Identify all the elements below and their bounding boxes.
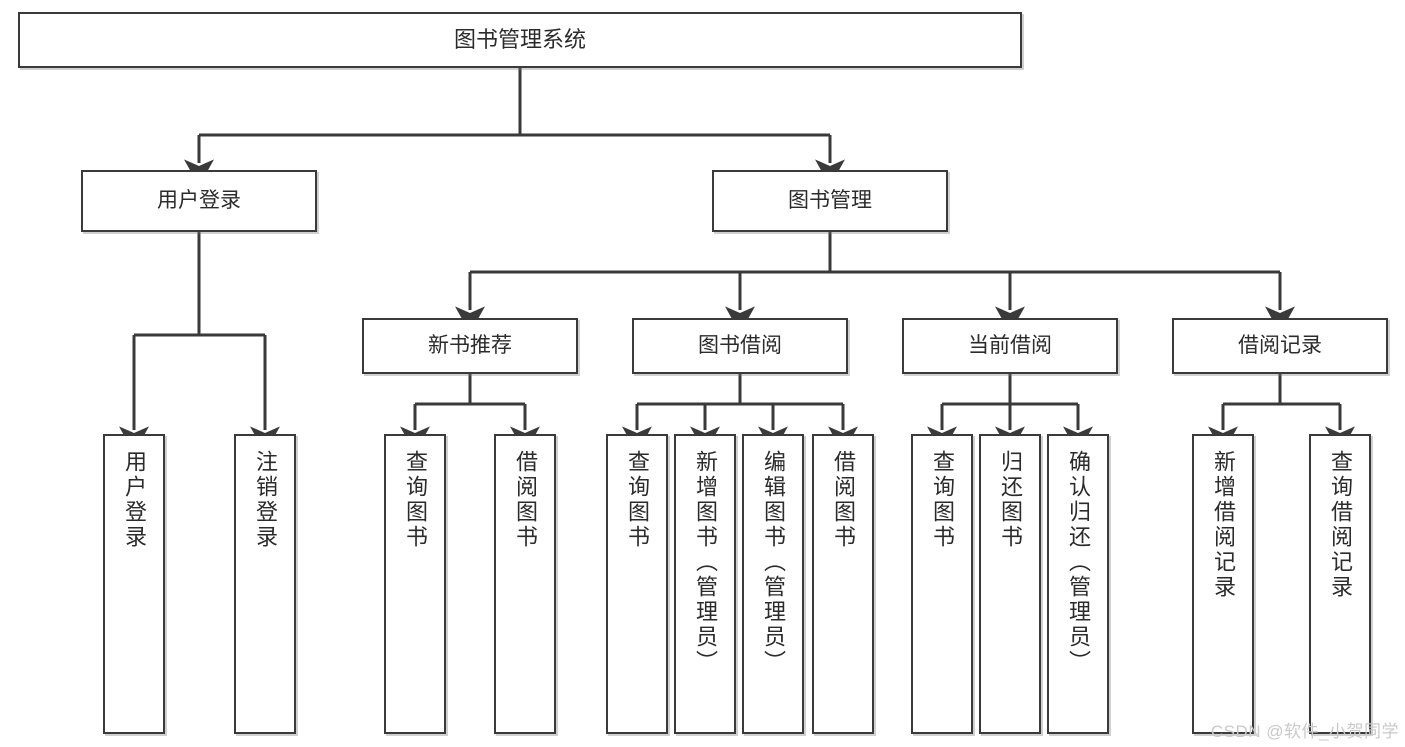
node-leaf-confirm-return[interactable]: 确认归还（管理员） xyxy=(1047,434,1109,734)
node-label: 确认归还（管理员） xyxy=(1066,450,1091,675)
node-label: 当前借阅 xyxy=(968,333,1052,357)
node-label: 查询图书 xyxy=(625,450,650,550)
node-leaf-return-book[interactable]: 归还图书 xyxy=(979,434,1041,734)
node-book-management[interactable]: 图书管理 xyxy=(712,170,948,232)
node-leaf-borrow-book-2[interactable]: 借阅图书 xyxy=(812,434,874,734)
node-new-book-recommend[interactable]: 新书推荐 xyxy=(362,318,578,374)
node-leaf-query-book-3[interactable]: 查询图书 xyxy=(911,434,973,734)
node-borrow-record[interactable]: 借阅记录 xyxy=(1172,318,1388,374)
node-leaf-edit-book[interactable]: 编辑图书（管理员） xyxy=(742,434,804,734)
node-leaf-query-book-1[interactable]: 查询图书 xyxy=(384,434,446,734)
node-label: 图书借阅 xyxy=(698,333,782,357)
node-leaf-logout-login[interactable]: 注销登录 xyxy=(234,434,296,734)
node-label: 用户登录 xyxy=(157,188,241,212)
node-label: 借阅记录 xyxy=(1238,333,1322,357)
node-label: 查询图书 xyxy=(930,450,955,550)
node-label: 用户登录 xyxy=(122,450,147,550)
node-label: 图书管理 xyxy=(788,188,872,212)
node-leaf-query-book-2[interactable]: 查询图书 xyxy=(606,434,668,734)
node-label: 新增图书（管理员） xyxy=(693,450,718,675)
node-label: 编辑图书（管理员） xyxy=(761,450,786,675)
node-leaf-add-book[interactable]: 新增图书（管理员） xyxy=(674,434,736,734)
node-leaf-add-record[interactable]: 新增借阅记录 xyxy=(1192,434,1254,734)
node-book-borrow[interactable]: 图书借阅 xyxy=(632,318,848,374)
node-root-system[interactable]: 图书管理系统 xyxy=(18,12,1022,68)
node-user-login[interactable]: 用户登录 xyxy=(81,170,317,232)
node-label: 图书管理系统 xyxy=(453,27,586,53)
node-label: 新书推荐 xyxy=(428,333,512,357)
node-label: 借阅图书 xyxy=(831,450,856,550)
node-label: 注销登录 xyxy=(253,450,278,550)
node-label: 借阅图书 xyxy=(513,450,538,550)
node-leaf-borrow-book-1[interactable]: 借阅图书 xyxy=(494,434,556,734)
node-leaf-user-login[interactable]: 用户登录 xyxy=(103,434,165,734)
node-label: 查询借阅记录 xyxy=(1328,450,1353,600)
node-current-borrow[interactable]: 当前借阅 xyxy=(902,318,1118,374)
node-label: 查询图书 xyxy=(403,450,428,550)
node-leaf-query-record[interactable]: 查询借阅记录 xyxy=(1309,434,1371,734)
node-label: 新增借阅记录 xyxy=(1211,450,1236,600)
watermark: CSDN @软件_小贺同学 xyxy=(1210,722,1399,741)
node-label: 归还图书 xyxy=(998,450,1023,550)
